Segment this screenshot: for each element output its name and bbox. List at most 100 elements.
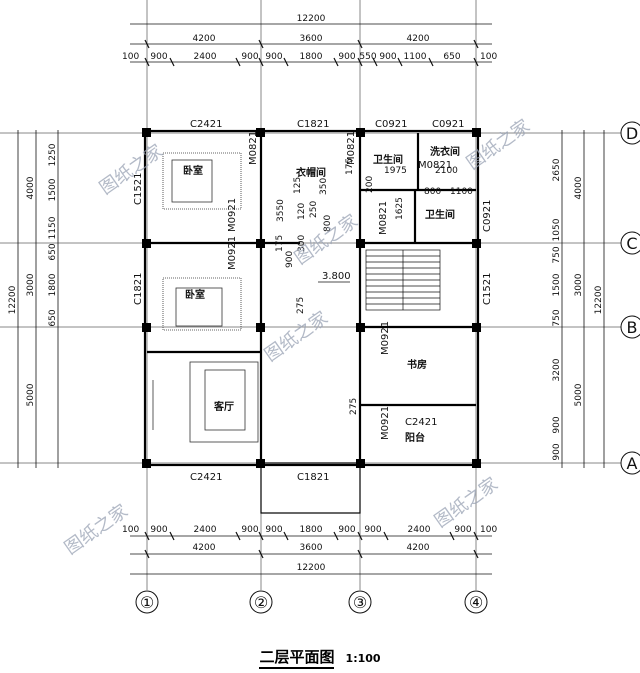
axis-label-a: A: [627, 454, 638, 473]
drawing-scale: 1:100: [345, 652, 381, 665]
room-bedroom-2: 卧室: [185, 288, 205, 301]
dim-left-inner: 650: [48, 243, 58, 260]
dim-top-detail: 650: [443, 52, 460, 62]
inner-dim: 800: [323, 215, 333, 232]
watermark: 图纸之家: [431, 474, 502, 532]
dim-right-inner: 2650: [552, 158, 562, 181]
inner-dim: 300: [297, 235, 307, 252]
dim-top-detail: 2400: [194, 52, 217, 62]
dim-top-detail: 1100: [404, 52, 427, 62]
axis-label-c: C: [626, 234, 637, 253]
door-code: M0921: [227, 198, 238, 232]
dim-right-inner: 750: [552, 309, 562, 326]
inner-dim: 175: [275, 235, 285, 252]
room-living: 客厅: [213, 400, 234, 413]
dim-edge: 100: [480, 52, 497, 62]
dim-top-detail: 900: [338, 52, 355, 62]
dim-left-inner: 650: [48, 309, 58, 326]
room-balcony: 阳台: [405, 431, 425, 444]
inner-dim: 900: [285, 251, 295, 268]
window-code: C2421: [190, 472, 222, 483]
window-code: C2421: [190, 119, 222, 130]
dim-bottom-detail: 900: [338, 525, 355, 535]
inner-dim: 200: [365, 176, 375, 193]
dim-top-seg: 4200: [407, 34, 430, 44]
dim-bottom-detail: 900: [364, 525, 381, 535]
dim-right-inner: 1050: [552, 218, 562, 241]
dim-left-inner: 1150: [48, 216, 58, 239]
dim-left-inner: 1800: [48, 273, 58, 296]
dim-top-seg: 4200: [193, 34, 216, 44]
dim-top-seg: 3600: [300, 34, 323, 44]
inner-dim: 3550: [276, 199, 286, 222]
dim-bottom-seg: 4200: [193, 543, 216, 553]
dim-right-inner: 900: [552, 416, 562, 433]
watermark: 图纸之家: [463, 116, 534, 174]
inner-dim: 175: [345, 158, 355, 175]
axis-label-2: ②: [254, 593, 268, 612]
dim-top-detail: 1800: [300, 52, 323, 62]
door-code: M0821: [378, 201, 389, 235]
dim-bottom-detail: 1800: [300, 525, 323, 535]
inner-dim: 120: [297, 203, 307, 220]
dim-left-total: 12200: [8, 285, 18, 314]
door-code: M0821: [248, 131, 259, 165]
door-code: M0821: [418, 160, 452, 171]
inner-dim: 800: [424, 187, 441, 197]
dim-right-outer: 3000: [574, 273, 584, 296]
window-code: C1821: [297, 472, 329, 483]
window-code: C1521: [482, 273, 493, 305]
inner-dim: 1975: [384, 166, 407, 176]
dim-right-inner: 900: [552, 443, 562, 460]
room-bath-2: 卫生间: [425, 208, 455, 221]
inner-dim: 350: [319, 178, 329, 195]
floor-level: 3.800: [322, 271, 351, 282]
inner-dim: 1100: [450, 187, 473, 197]
room-bedroom-1: 卧室: [183, 164, 203, 177]
dim-bottom-total: 12200: [297, 563, 326, 573]
dim-left-inner: 1250: [48, 143, 58, 166]
door-code: M0921: [380, 406, 391, 440]
dim-bottom-detail: 2400: [194, 525, 217, 535]
window-code: C2421: [405, 417, 437, 428]
dim-right-outer: 5000: [574, 383, 584, 406]
door-code: M0921: [227, 236, 238, 270]
dim-top-detail: 900: [379, 52, 396, 62]
dim-top-detail: 900: [241, 52, 258, 62]
dim-bottom-detail: 900: [241, 525, 258, 535]
drawing-title-block: 二层平面图 1:100: [0, 646, 640, 669]
dim-right-inner: 1500: [552, 273, 562, 296]
watermark: 图纸之家: [96, 141, 167, 199]
dim-edge: 100: [122, 52, 139, 62]
window-code: C0921: [432, 119, 464, 130]
inner-dim: 2100: [435, 166, 458, 176]
room-bath-1: 卫生间: [373, 153, 403, 166]
dim-top-total: 12200: [297, 14, 326, 24]
window-code: C1821: [133, 273, 144, 305]
dim-bottom-detail: 900: [454, 525, 471, 535]
dim-bottom-detail: 900: [265, 525, 282, 535]
axis-label-4: ④: [469, 593, 483, 612]
inner-dim: 1625: [395, 197, 405, 220]
room-study: 书房: [407, 358, 427, 371]
inner-dim: 250: [309, 201, 319, 218]
dim-left-inner: 1500: [48, 178, 58, 201]
dim-left-outer: 4000: [26, 176, 36, 199]
dim-left-outer: 3000: [26, 273, 36, 296]
door-code: M0921: [380, 321, 391, 355]
axis-label-3: ③: [353, 593, 367, 612]
axis-label-b: B: [627, 318, 638, 337]
dim-right-outer: 4000: [574, 176, 584, 199]
dim-top-detail: 900: [150, 52, 167, 62]
window-code: C1521: [133, 173, 144, 205]
watermark: 图纸之家: [261, 308, 332, 366]
room-laundry: 洗衣间: [430, 145, 460, 158]
dim-right-inner: 750: [552, 246, 562, 263]
dim-bottom-detail: 900: [150, 525, 167, 535]
axis-label-1: ①: [140, 593, 154, 612]
window-code: C0921: [482, 200, 493, 232]
dim-edge: 100: [480, 525, 497, 535]
inner-dim: 125: [293, 177, 303, 194]
dim-right-total: 12200: [594, 285, 604, 314]
